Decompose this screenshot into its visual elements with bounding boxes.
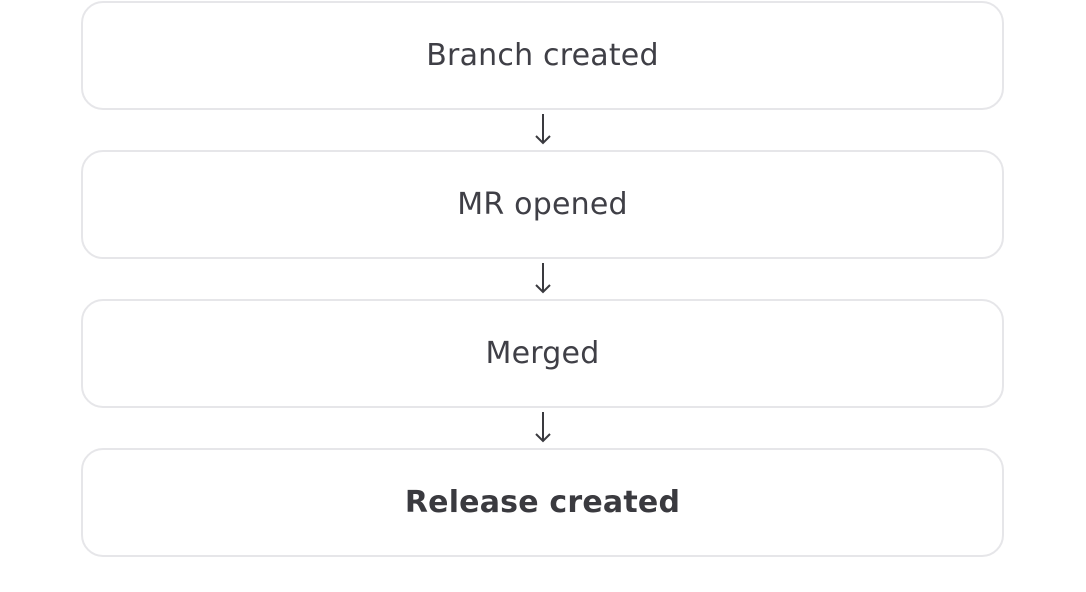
step-release-created: Release created (81, 448, 1004, 557)
step-mr-opened: MR opened (81, 150, 1004, 259)
step-label: MR opened (457, 187, 628, 222)
step-merged: Merged (81, 299, 1004, 408)
step-branch-created: Branch created (81, 1, 1004, 110)
arrow-down-icon (532, 110, 554, 148)
step-label: Release created (404, 485, 681, 520)
step-label: Branch created (426, 38, 659, 73)
arrow-down-icon (532, 259, 554, 297)
step-label: Merged (485, 336, 600, 371)
arrow-down-icon (532, 408, 554, 446)
